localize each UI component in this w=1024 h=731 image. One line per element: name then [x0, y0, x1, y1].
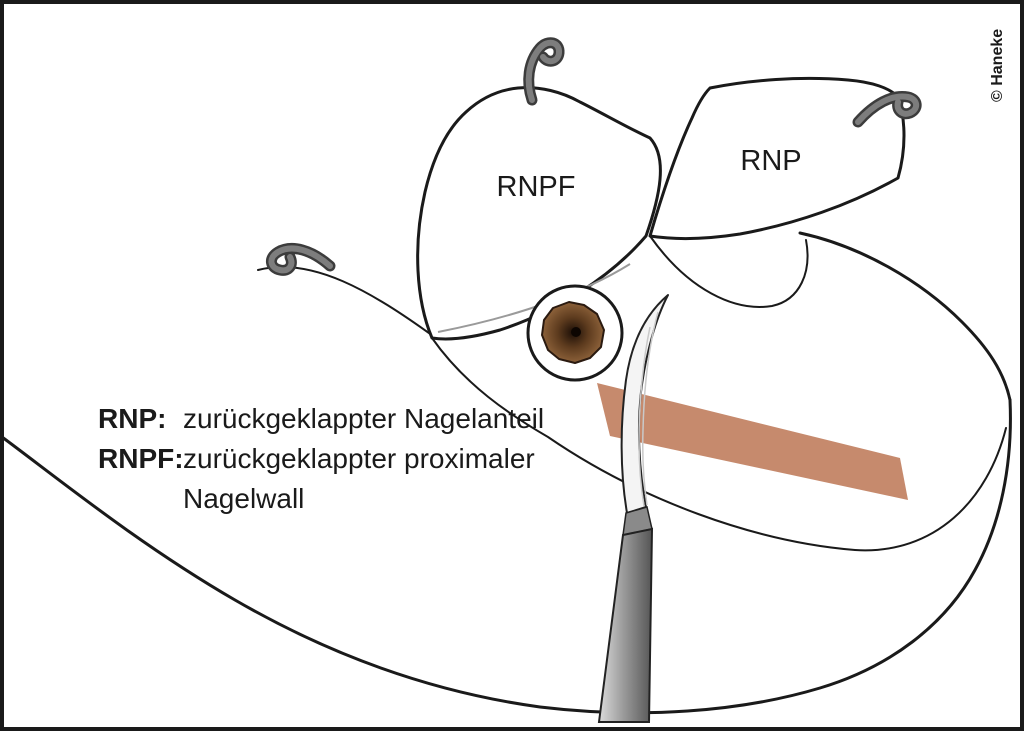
proximal-nail-groove — [649, 235, 809, 308]
scalpel-handle — [597, 527, 654, 723]
rnp-flap — [648, 76, 906, 240]
legend-term-rnpf: RNPF: — [98, 443, 184, 474]
legend-term-rnp: RNP: — [98, 403, 166, 434]
finger-dorsal-outline — [798, 231, 1012, 402]
scalpel-blade-hatch-1 — [642, 311, 659, 506]
nail-bed-groove-outline — [431, 337, 1007, 552]
legend-definition-rnp: zurückgeklappter Nagelanteil — [183, 403, 544, 434]
rnpf-label: RNPF — [497, 171, 576, 203]
legend-definition-rnpf-line1: zurückgeklappter proximaler — [183, 443, 535, 474]
copyright-notice: © Haneke — [989, 29, 1006, 102]
legend-definition-rnpf-line2: Nagelwall — [183, 483, 304, 514]
nail-bed-stripe — [597, 383, 908, 500]
scalpel-blade-hatch-2 — [638, 326, 651, 507]
suture-hook-right — [855, 93, 920, 125]
suture-hook-left — [268, 245, 333, 274]
rnp-label: RNP — [740, 145, 801, 177]
suture-hook-top — [525, 39, 562, 103]
tumor-core — [571, 327, 581, 337]
